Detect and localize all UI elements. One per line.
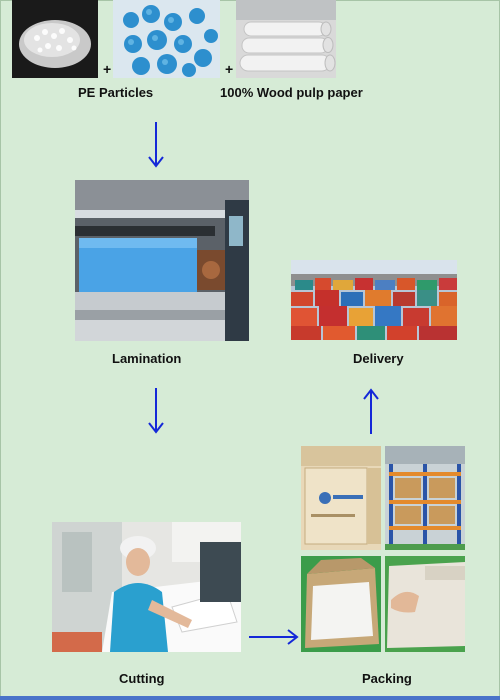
packing-label: Packing: [362, 671, 412, 686]
cutting-label: Cutting: [119, 671, 165, 686]
delivery-photo: [291, 260, 457, 340]
paper-rolls-photo: [236, 0, 336, 78]
arrow-down-icon: [148, 388, 164, 434]
lamination-label: Lamination: [112, 351, 182, 366]
bottom-strip: [0, 696, 500, 700]
packing-photo-box: [301, 556, 381, 652]
arrow-down-icon: [148, 122, 164, 168]
plus-sign: +: [225, 61, 234, 77]
lamination-photo: [75, 180, 249, 341]
pe-particles-photo: [12, 0, 98, 78]
cutting-photo: [52, 522, 241, 652]
arrow-up-icon: [363, 388, 379, 434]
pe-particles-label: PE Particles: [78, 85, 154, 100]
packing-photo-cartons: [301, 446, 381, 550]
packing-photo-sheet: [385, 556, 465, 652]
plus-sign: +: [103, 61, 112, 77]
wood-pulp-paper-label: 100% Wood pulp paper: [220, 85, 363, 100]
blue-granules-photo: [113, 0, 220, 78]
packing-photo-warehouse: [385, 446, 465, 550]
arrow-right-icon: [249, 629, 299, 645]
delivery-label: Delivery: [353, 351, 404, 366]
